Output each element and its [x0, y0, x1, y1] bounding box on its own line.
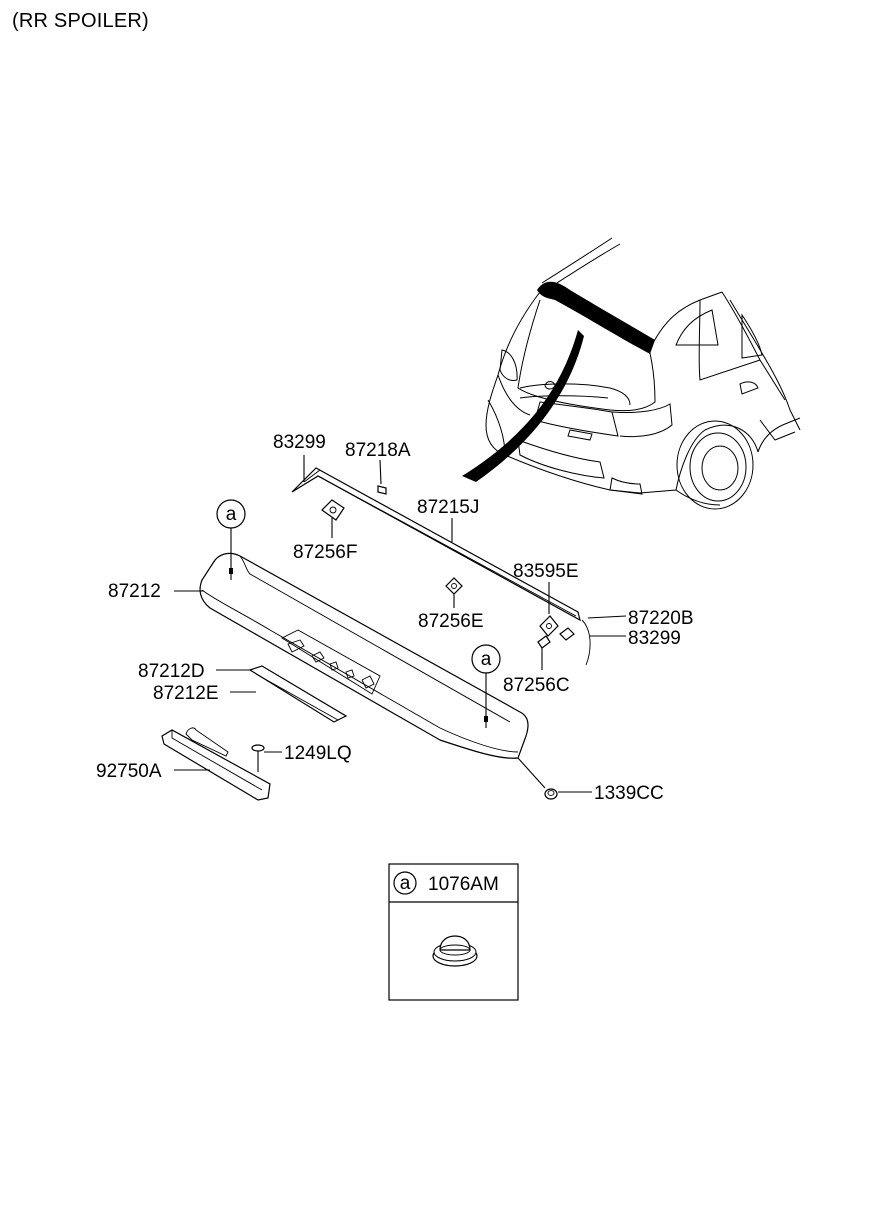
part-87256F-hole: [329, 506, 337, 514]
part-87218A-clip: [377, 485, 387, 495]
callout-a-left: [216, 499, 246, 529]
callout-a-right-text: a: [481, 649, 492, 670]
part-87212-spoiler: [199, 552, 529, 759]
label-87256C: 87256C: [503, 675, 570, 696]
label-83299-right: 83299: [628, 628, 681, 649]
vehicle-illustration: [462, 237, 801, 510]
part-87256E-hole: [451, 583, 457, 589]
legend-callout-circle: [393, 871, 417, 895]
part-87256E-pad: [445, 577, 463, 595]
label-87212D: 87212D: [138, 661, 205, 682]
part-1076AM-grommet: [432, 935, 478, 967]
legend-box: a 1076AM: [388, 863, 519, 1001]
part-87220B-pad: [559, 627, 575, 641]
label-83595E: 83595E: [513, 561, 579, 582]
part-83595E-hole: [546, 623, 552, 629]
label-87212: 87212: [108, 581, 161, 602]
part-1249LQ-screw: [251, 744, 265, 772]
part-87256C-pad: [537, 635, 551, 649]
label-87212E: 87212E: [153, 683, 219, 704]
legend-part-number: 1076AM: [428, 874, 499, 895]
label-87256E: 87256E: [418, 611, 484, 632]
part-83299-right-strip: [581, 619, 591, 666]
part-87212D-seal: [248, 665, 348, 723]
part-83595E-pad: [539, 615, 559, 637]
part-1339CC-nut: [544, 788, 558, 800]
legend-callout-letter: a: [400, 873, 411, 894]
part-87256F-pad: [321, 499, 345, 521]
label-83299-top: 83299: [273, 432, 326, 453]
diagram-title: (RR SPOILER): [12, 10, 149, 32]
callout-a-left-text: a: [226, 504, 237, 525]
label-1249LQ: 1249LQ: [284, 743, 352, 764]
part-87212E-seal: [255, 673, 339, 721]
label-87220B: 87220B: [628, 608, 694, 629]
label-87218A: 87218A: [345, 440, 411, 461]
grommet-left: [229, 568, 233, 574]
label-1339CC: 1339CC: [594, 783, 664, 804]
leader-lines: [174, 455, 627, 793]
part-87215J-strip: [291, 467, 581, 622]
callout-a-right: [471, 644, 501, 674]
label-87256F: 87256F: [293, 542, 357, 563]
label-92750A: 92750A: [96, 761, 162, 782]
part-92750A-lamp: [161, 727, 271, 801]
label-87215J: 87215J: [417, 497, 479, 518]
grommet-right: [484, 716, 488, 722]
